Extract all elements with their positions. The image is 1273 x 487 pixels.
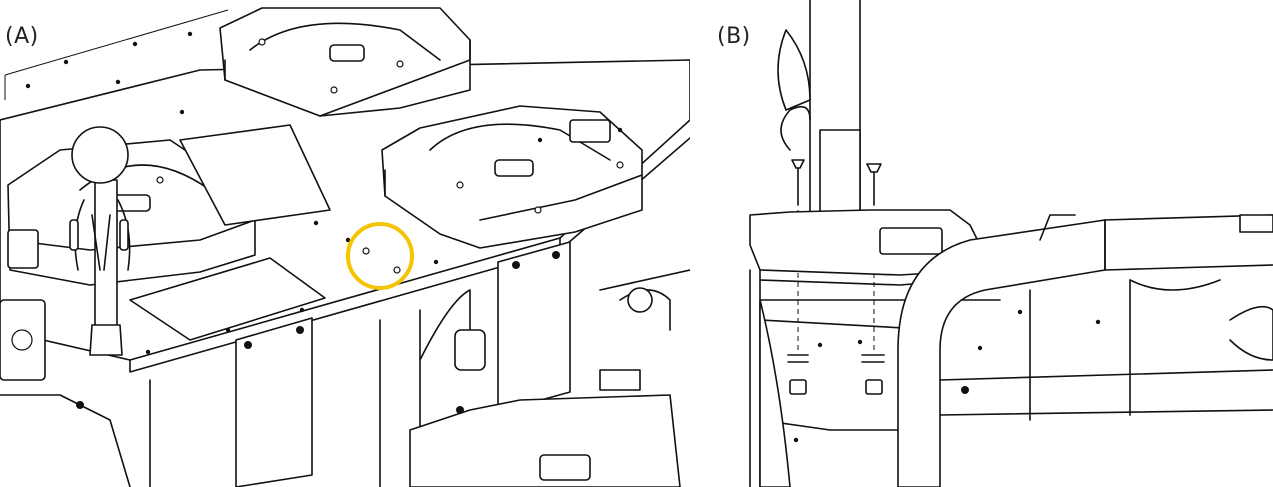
rear-mount bbox=[219, 7, 471, 117]
panel-a: (A) bbox=[0, 7, 690, 487]
panel-b-illustration bbox=[749, 0, 1273, 487]
vertical-post bbox=[777, 0, 861, 221]
frame-structure bbox=[0, 241, 690, 487]
curved-frame bbox=[897, 214, 1273, 487]
highlight-circle bbox=[346, 222, 414, 290]
screw-alignment bbox=[787, 159, 885, 395]
panel-label-a: (A) bbox=[5, 24, 39, 49]
panel-label-b: (B) bbox=[717, 24, 751, 49]
screw-dots bbox=[25, 31, 623, 414]
highlight-ring bbox=[346, 222, 414, 290]
handle-post bbox=[69, 126, 131, 356]
right-mount bbox=[381, 105, 643, 249]
screw-dots-b bbox=[793, 309, 1101, 443]
panel-b: (B) bbox=[700, 0, 1273, 487]
panel-a-illustration bbox=[0, 7, 690, 487]
